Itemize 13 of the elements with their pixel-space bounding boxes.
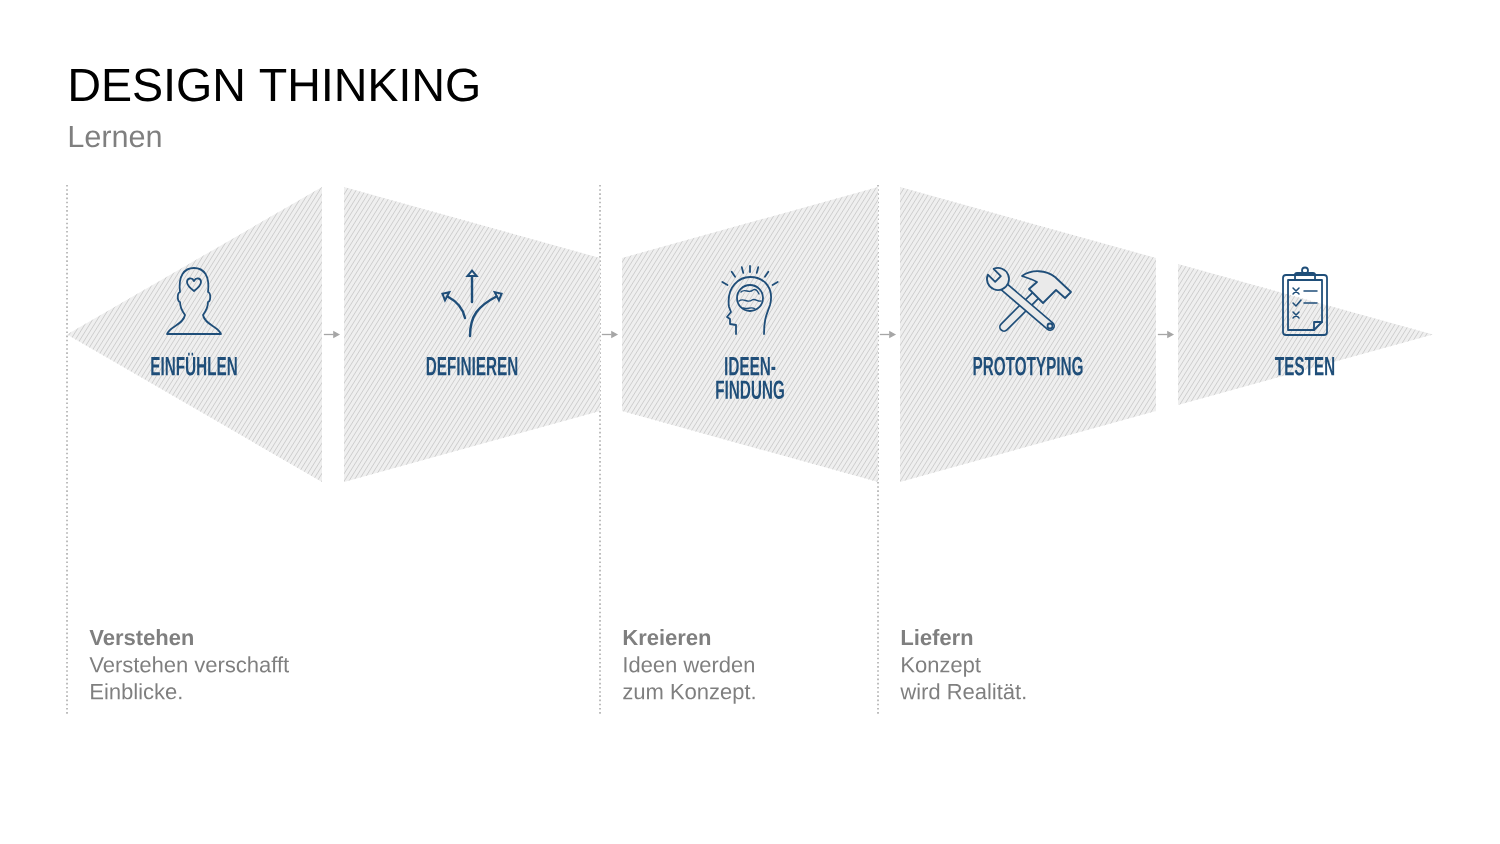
title: DESIGN THINKING [71, 68, 478, 102]
phase-label: IDEEN- FINDUNG [716, 357, 784, 400]
phase-label: PROTOTYPING [973, 356, 1083, 376]
column-text: Konzept wird Realität. [900, 657, 1026, 700]
column-text: Ideen werden zum Konzept. [623, 656, 755, 704]
phase-label: EINFÜHLEN [151, 352, 237, 376]
column-heading: Kreieren [623, 629, 711, 646]
subtitle: Lernen [69, 125, 161, 148]
column-heading: Verstehen [89, 629, 193, 646]
phase-label: TESTEN [1275, 356, 1335, 376]
phase-label: DEFINIEREN [426, 357, 518, 376]
column-text: Verstehen verschafft Einblicke. [89, 656, 289, 700]
column-heading: Liefern [901, 629, 973, 646]
